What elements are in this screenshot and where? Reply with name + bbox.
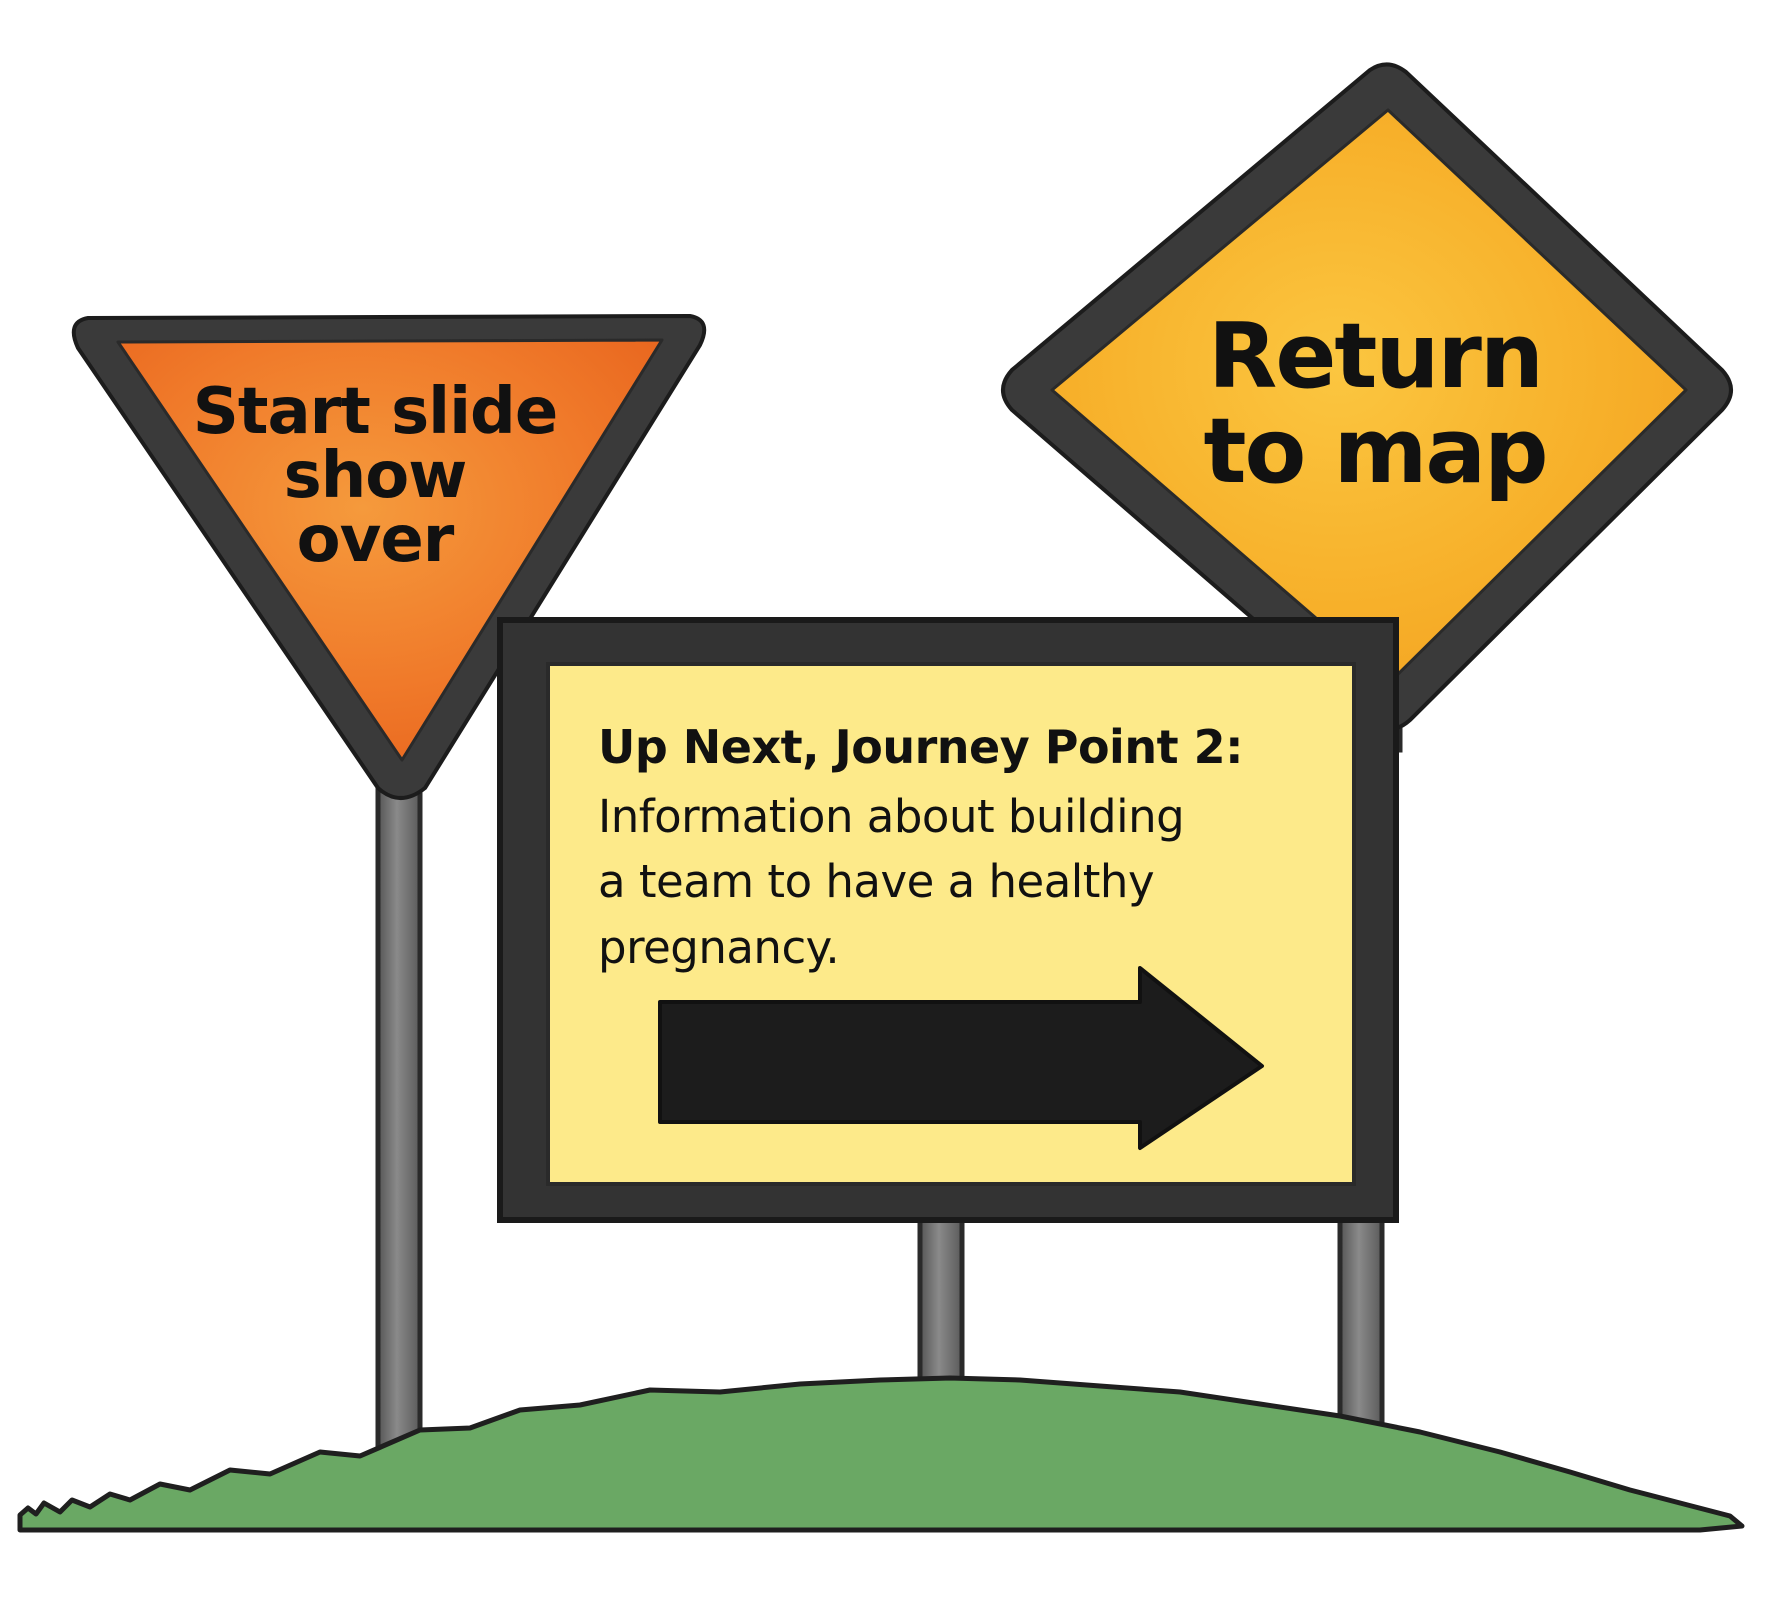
grass-mound [17,1375,1745,1533]
up-next-billboard[interactable] [497,617,1399,1223]
return-to-map-sign[interactable] [1001,62,1733,731]
start-over-sign[interactable] [71,313,707,800]
pole-right [1337,1207,1385,1453]
right-arrow-icon [658,966,1264,1150]
pole-left [375,767,423,1463]
return-to-map-button[interactable] [1080,90,1680,610]
next-journey-point-button[interactable] [548,664,1354,1184]
start-over-button[interactable] [90,320,690,650]
up-next-description: Information about building a team to hav… [598,790,1185,974]
up-next-heading: Up Next, Journey Point 2: [598,720,1243,774]
